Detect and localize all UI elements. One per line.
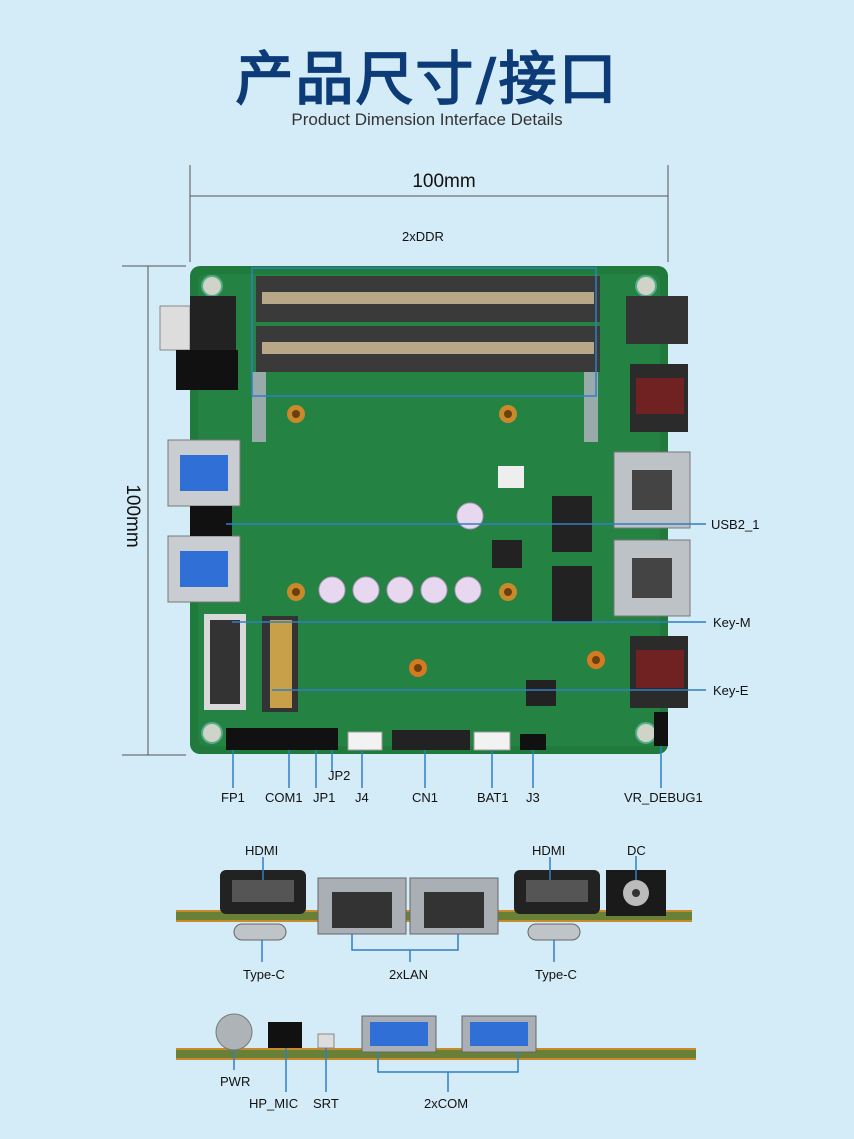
label-hdmi-left: HDMI bbox=[245, 843, 279, 858]
label-ddr: 2xDDR bbox=[402, 229, 444, 244]
dimension-lines bbox=[122, 165, 669, 756]
label-bat1: BAT1 bbox=[477, 790, 509, 805]
label-cn1: CN1 bbox=[412, 790, 439, 805]
front-view bbox=[176, 1013, 696, 1060]
label-jp2: JP2 bbox=[328, 768, 351, 783]
label-dc: DC bbox=[627, 843, 646, 858]
label-j4: J4 bbox=[355, 790, 369, 805]
label-2xcom: 2xCOM bbox=[424, 1096, 469, 1111]
rear-callout-lines bbox=[261, 856, 637, 962]
label-typec-right: Type-C bbox=[535, 967, 577, 982]
label-srt: SRT bbox=[313, 1096, 339, 1111]
height-dimension-label: 100mm bbox=[122, 484, 143, 548]
callout-lines bbox=[226, 523, 706, 788]
width-dimension-label: 100mm bbox=[412, 171, 476, 192]
rear-view bbox=[176, 870, 692, 941]
label-vr-debug: VR_DEBUG1 bbox=[624, 790, 703, 805]
label-typec-left: Type-C bbox=[243, 967, 285, 982]
label-pwr: PWR bbox=[220, 1074, 251, 1089]
label-key-e: Key-E bbox=[713, 683, 749, 698]
label-usb2: USB2_1 bbox=[711, 517, 760, 532]
label-j3: J3 bbox=[526, 790, 540, 805]
page-subtitle: Product Dimension Interface Details bbox=[291, 110, 563, 129]
label-hdmi-right: HDMI bbox=[532, 843, 566, 858]
label-com1: COM1 bbox=[265, 790, 303, 805]
label-key-m: Key-M bbox=[713, 615, 751, 630]
label-2xlan: 2xLAN bbox=[389, 967, 429, 982]
label-hp-mic: HP_MIC bbox=[249, 1096, 299, 1111]
label-fp1: FP1 bbox=[221, 790, 245, 805]
pcb-board bbox=[159, 266, 691, 754]
page-title: 产品尺寸/接口 bbox=[235, 45, 619, 113]
front-callout-lines bbox=[233, 1048, 519, 1092]
label-jp1: JP1 bbox=[313, 790, 336, 805]
